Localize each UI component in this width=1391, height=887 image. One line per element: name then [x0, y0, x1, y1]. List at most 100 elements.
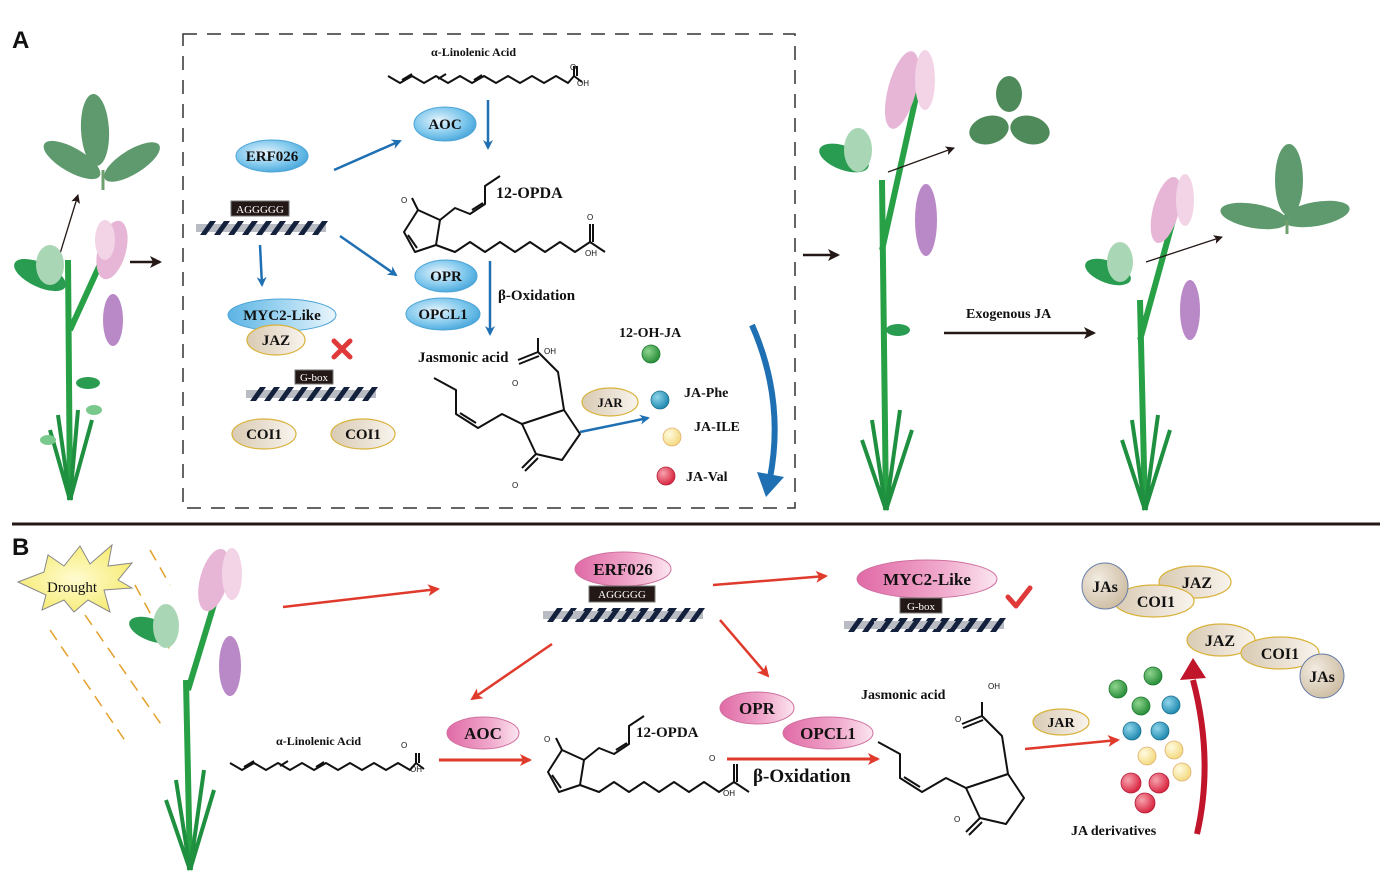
derivative-dot-green: [1108, 679, 1128, 699]
enzyme-aoc-b: AOC: [446, 716, 520, 750]
dna-helix-icon: [874, 618, 1006, 632]
derivative-dot-red: [1148, 772, 1170, 794]
enzyme-label: MYC2-Like: [243, 308, 321, 324]
enzyme-opr-a: OPR: [414, 259, 478, 293]
alfalfa-plant-icon: [1085, 174, 1200, 511]
enzyme-opcl1-b: OPCL1: [782, 716, 874, 750]
arrow-erf-to-aoc-b: [470, 642, 553, 701]
derivative-dot-cyan: [650, 390, 670, 410]
motif-agggg-b: AGGGGG: [598, 589, 646, 601]
derivative-dot-yellow: [1172, 762, 1192, 782]
chem-oh: OH: [577, 79, 589, 88]
enzyme-myc2-a: MYC2-Like: [227, 298, 337, 332]
alfalfa-plant-icon: [129, 548, 242, 871]
arrow-ja-to-derivatives-b: [1024, 734, 1120, 751]
protein-label: COI1: [345, 427, 381, 443]
derivative-dot-cyan: [1122, 721, 1142, 741]
drought-starburst-icon: Drought: [16, 543, 134, 614]
derivative-dot-green: [1131, 696, 1151, 716]
drought-label: Drought: [47, 580, 98, 596]
derivative-dot-green: [641, 344, 661, 364]
chem-oh: OH: [410, 765, 422, 774]
beta-oxidation-label-b: β-Oxidation: [753, 766, 851, 787]
chem-o: O: [544, 735, 550, 744]
derivative-label: 12-OH-JA: [619, 326, 682, 341]
enzyme-aoc-a: AOC: [413, 106, 477, 142]
derivative-dot-red: [1134, 792, 1156, 814]
jasmonic-acid-structure-b: [877, 701, 1025, 836]
alfalfa-plant-icon: [14, 220, 128, 501]
alfalfa-plant-icon: [819, 50, 937, 511]
ja-derivatives-label: JA derivatives: [1071, 824, 1157, 839]
leaf-pointer-arrow: [887, 146, 955, 173]
chem-o: O: [401, 741, 407, 750]
dna-helix-icon: [246, 387, 378, 401]
jasmonic-acid-label-a: Jasmonic acid: [418, 350, 509, 366]
protein-label: COI1: [246, 427, 282, 443]
complex-jaz-coi1-jas-2: JAZ COI1 JAs: [1186, 623, 1345, 699]
enzyme-label: OPCL1: [418, 307, 467, 323]
complex-jas-coi1-jaz-1: JAZ COI1 JAs: [1081, 562, 1232, 618]
chem-o: O: [401, 196, 407, 205]
dna-helix-icon: [196, 221, 328, 235]
chem-o: O: [954, 815, 960, 824]
curved-arrow-derivatives: [749, 323, 784, 497]
exogenous-ja-label: Exogenous JA: [966, 307, 1052, 322]
chem-o: O: [709, 754, 715, 763]
protein-label: JAs: [1092, 579, 1118, 596]
protein-label: JAZ: [1182, 575, 1212, 592]
derivative-label: JA-ILE: [694, 420, 740, 435]
leaf-elongated-icon: [1220, 144, 1350, 234]
arrow-erf-to-aoc: [333, 139, 402, 172]
enzyme-label: ERF026: [593, 560, 653, 579]
arrow-erf-to-myc2: [712, 570, 828, 587]
derivative-label: JA-Phe: [684, 386, 728, 401]
motif-box-gbox-b: [899, 597, 943, 614]
motif-box-agggg-a: [230, 200, 290, 217]
dna-helix-icon: [573, 608, 705, 622]
alpha-linolenic-label-a: α-Linolenic Acid: [431, 45, 516, 59]
enzyme-jar-a: JAR: [581, 387, 639, 417]
enzyme-label: OPCL1: [800, 724, 856, 743]
leaf-elongated-icon: [43, 94, 160, 190]
enzyme-myc2-b: MYC2-Like: [856, 559, 998, 599]
arrow-ja-to-derivatives-a: [579, 414, 650, 434]
enzyme-label: ERF026: [246, 149, 299, 165]
derivative-label: JA-Val: [686, 470, 728, 485]
enzyme-opr-b: OPR: [719, 691, 795, 725]
jasmonic-acid-label-b: Jasmonic acid: [861, 688, 946, 703]
enzyme-erf026-b: ERF026: [574, 551, 672, 587]
derivative-dot-red: [1120, 772, 1142, 794]
chem-o: O: [512, 481, 518, 490]
motif-box-agggg-b: [588, 585, 656, 603]
alpha-linolenic-label-b: α-Linolenic Acid: [276, 734, 361, 748]
cross-mark-icon: [331, 338, 353, 360]
protein-label: JAZ: [262, 333, 290, 349]
protein-jaz-a: JAZ: [246, 324, 306, 356]
enzyme-label: AOC: [428, 117, 461, 133]
opda-label-b: 12-OPDA: [636, 725, 699, 741]
derivative-dot-cyan: [1150, 721, 1170, 741]
protein-label: JAs: [1309, 669, 1335, 686]
enzyme-label: JAR: [1047, 716, 1075, 731]
chem-oh: OH: [585, 249, 597, 258]
alpha-linolenic-structure-b: [229, 752, 425, 771]
beta-oxidation-label-a: β-Oxidation: [498, 288, 576, 304]
chem-oh: OH: [544, 347, 556, 356]
derivative-dot-yellow: [1137, 746, 1157, 766]
chem-o: O: [512, 379, 518, 388]
enzyme-jar-b: JAR: [1032, 708, 1090, 736]
arrow-dna-to-myc2: [256, 244, 267, 287]
protein-label: COI1: [1137, 594, 1175, 611]
chem-o: O: [570, 63, 576, 72]
leaf-round-icon: [969, 76, 1050, 145]
opda-label-a: 12-OPDA: [496, 185, 563, 202]
derivative-dot-green: [1143, 666, 1163, 686]
motif-agggg-a: AGGGGG: [236, 204, 284, 216]
chem-oh: OH: [723, 789, 735, 798]
panel-b-label: B: [12, 534, 29, 561]
derivative-dot-red: [656, 466, 676, 486]
leaf-pointer-arrow: [1145, 235, 1223, 263]
chem-oh: OH: [988, 682, 1000, 691]
